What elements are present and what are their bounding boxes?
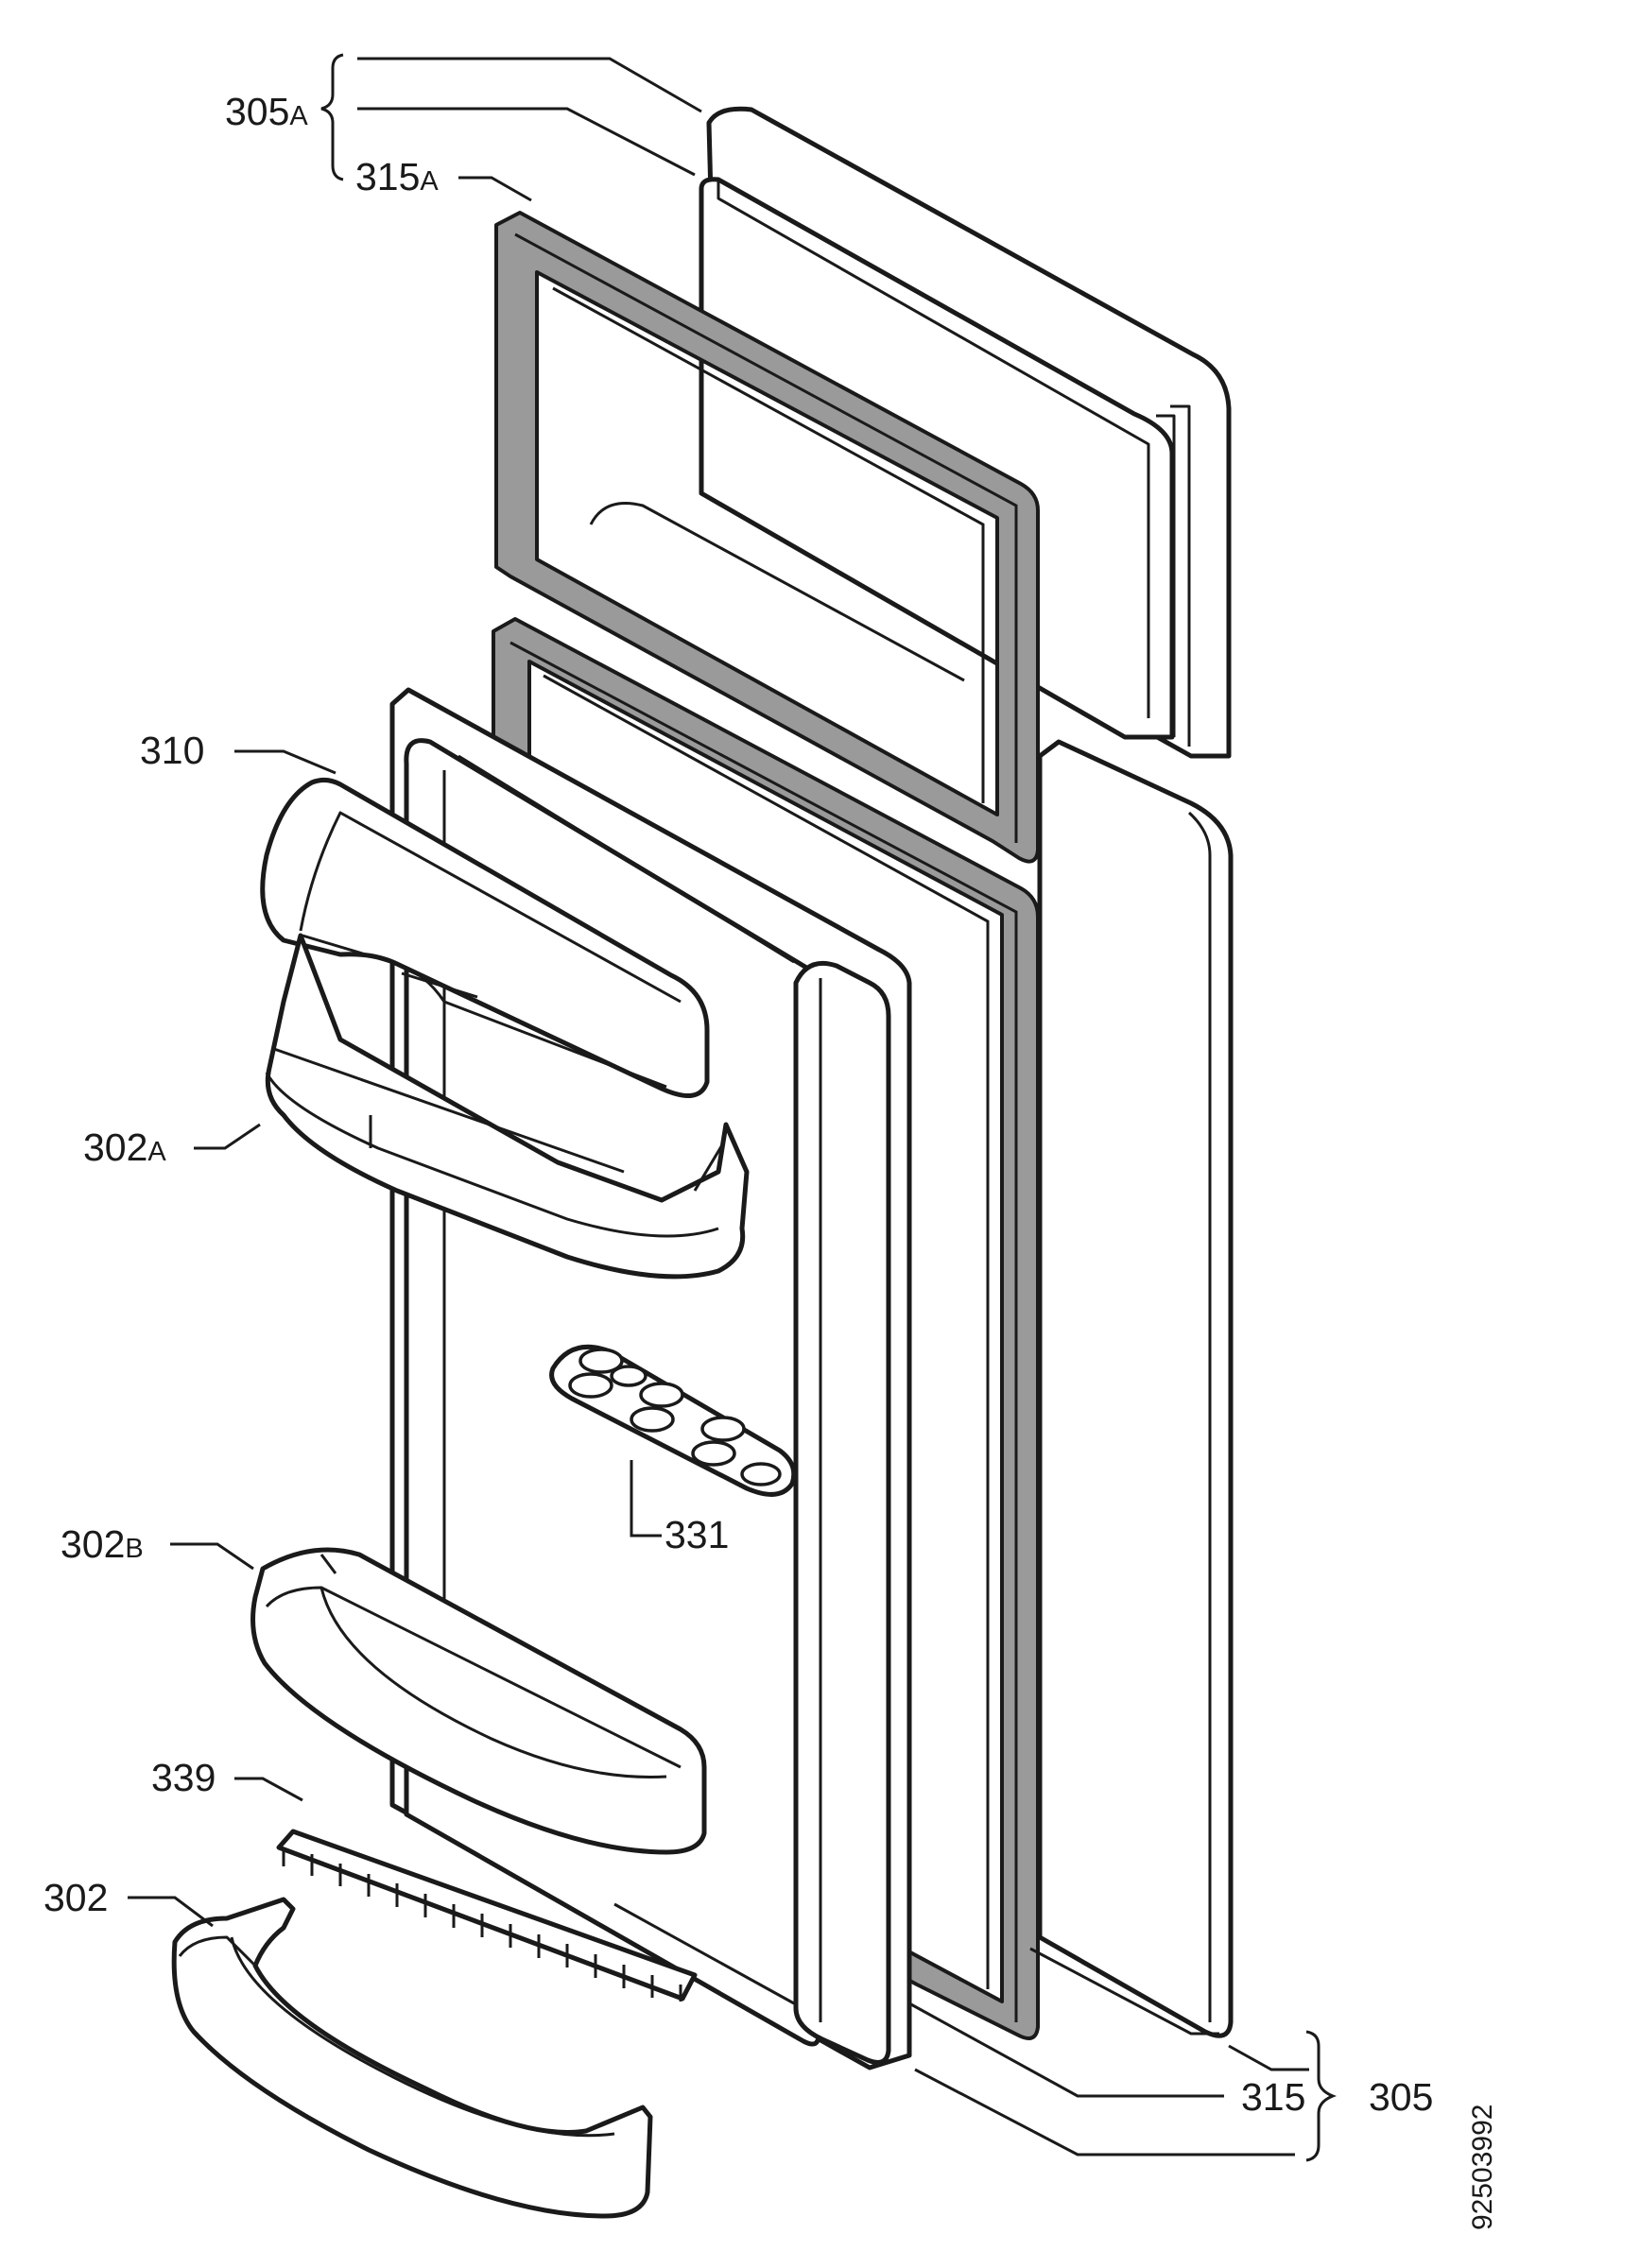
dairy-cover-icon: [260, 777, 710, 1098]
drawing-number: 92503992: [1467, 2105, 1498, 2230]
middle-door-shelf-icon: [250, 1547, 707, 1855]
leader-lines: [128, 53, 1338, 2162]
fridge-door-icon: [1037, 739, 1234, 2038]
label-302B: 302B: [60, 1522, 144, 1566]
egg-tray-icon: [549, 1344, 797, 1497]
label-310: 310: [140, 729, 204, 772]
label-302: 302: [43, 1876, 108, 1919]
label-305A: 305A: [225, 90, 308, 133]
upper-door-shelf-icon: [265, 933, 750, 1280]
label-339: 339: [151, 1756, 216, 1799]
freezer-door-icon: [699, 106, 1232, 759]
label-315: 315: [1241, 2075, 1305, 2119]
bottle-guard-icon: [276, 1829, 698, 2002]
part-labels: 305A 315A 310 302A 331 302B 339 302 315 …: [43, 90, 1498, 2230]
lower-door-shelf-icon: [171, 1897, 653, 2219]
label-305: 305: [1369, 2075, 1433, 2119]
label-315A: 315A: [355, 155, 439, 198]
label-331: 331: [665, 1513, 729, 1556]
label-302A: 302A: [83, 1125, 166, 1169]
freezer-gasket-icon: [494, 211, 1040, 864]
